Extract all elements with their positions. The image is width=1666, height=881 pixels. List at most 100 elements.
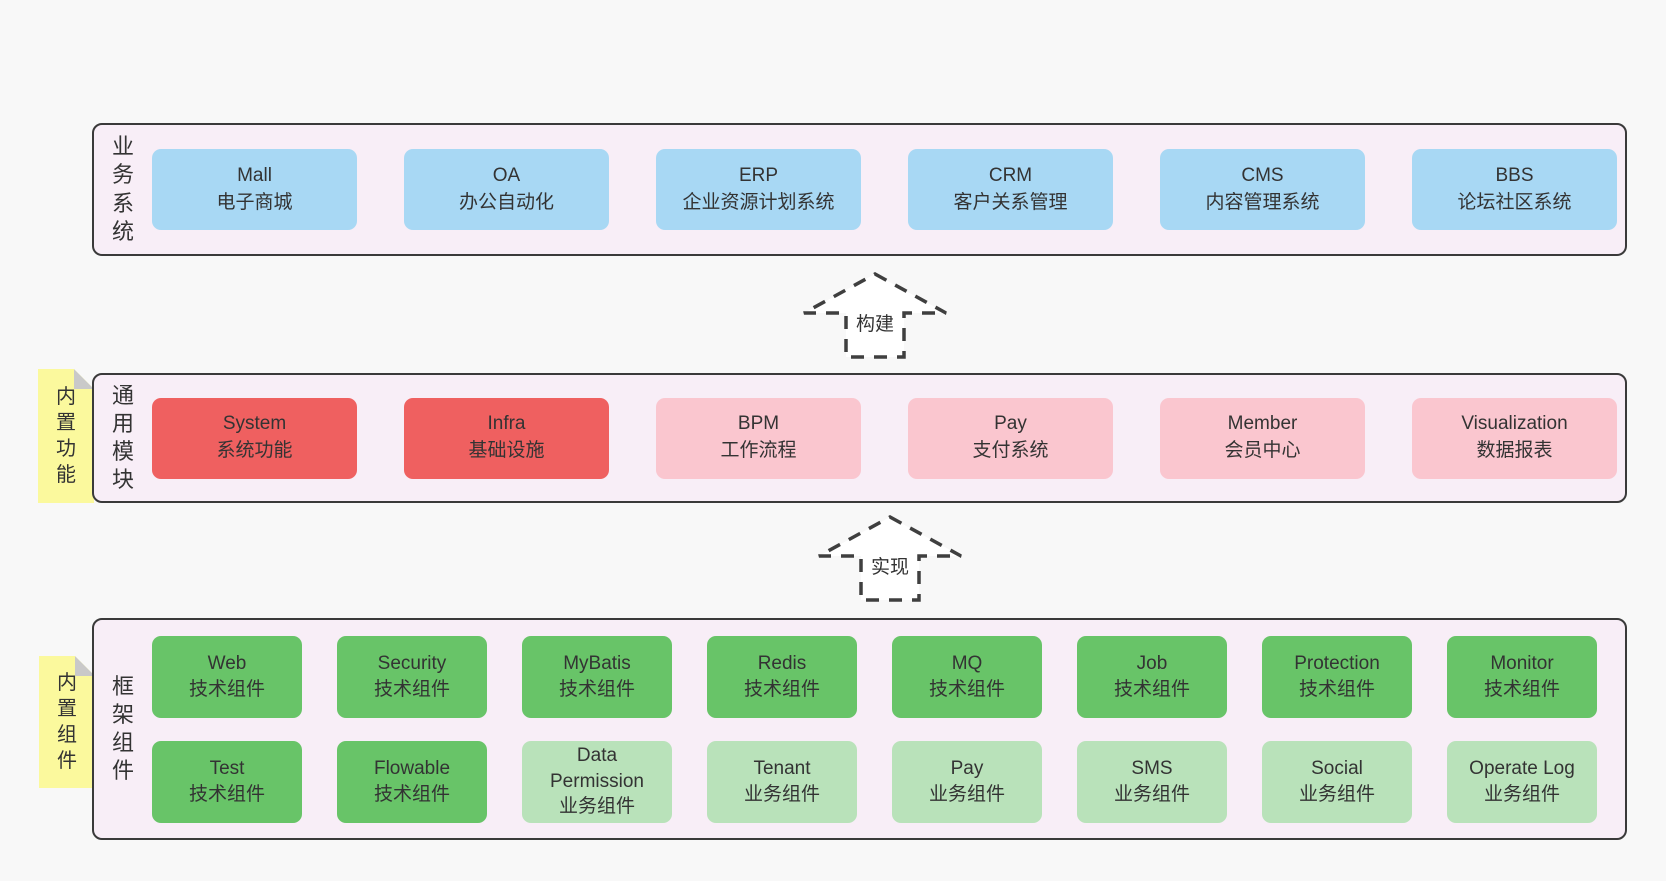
framework-component-rows: Web 技术组件 Security 技术组件 MyBatis 技术组件 Redi…: [152, 635, 1625, 823]
box-mall: Mall 电子商城: [152, 149, 357, 230]
module-name: Pay: [994, 413, 1027, 435]
arrow-label-implement: 实现: [866, 554, 914, 581]
layer-label-common-modules: 通用模块: [94, 382, 152, 495]
module-name: Operate Log: [1469, 757, 1575, 779]
module-subtitle: 基础设施: [468, 440, 545, 461]
module-name: BPM: [737, 413, 780, 435]
box-erp: ERP 企业资源计划系统: [656, 149, 861, 230]
module-name: Data Permission: [550, 745, 644, 792]
box-system: System 系统功能: [152, 397, 357, 479]
box-infra: Infra 基础设施: [404, 397, 609, 479]
module-subtitle: 业务组件: [1298, 783, 1375, 805]
module-subtitle: 技术组件: [373, 783, 450, 805]
module-name: ERP: [738, 164, 779, 186]
module-name: MyBatis: [563, 652, 631, 674]
business-system-boxes: Mall 电子商城 OA 办公自动化 ERP 企业资源计划系统 CRM 客户关系…: [152, 149, 1625, 230]
module-name: Web: [207, 652, 247, 674]
module-name: SMS: [1131, 757, 1173, 779]
module-subtitle: 办公自动化: [458, 191, 554, 213]
box-sms: SMS 业务组件: [1077, 740, 1227, 823]
module-subtitle: 数据报表: [1476, 440, 1553, 461]
box-job: Job 技术组件: [1077, 635, 1227, 718]
box-test: Test 技术组件: [152, 740, 302, 823]
module-name: Mall: [237, 164, 272, 186]
box-redis: Redis 技术组件: [707, 635, 857, 718]
sticky-note-builtin-components: 内置组件: [39, 656, 95, 788]
layer-business-systems: 业务系统 Mall 电子商城 OA 办公自动化 ERP 企业资源计划系统 CRM…: [92, 123, 1627, 256]
module-name: Flowable: [373, 757, 451, 779]
box-web: Web 技术组件: [152, 635, 302, 718]
box-member: Member 会员中心: [1160, 397, 1365, 479]
module-name: Member: [1227, 413, 1298, 435]
module-name: Protection: [1294, 652, 1380, 674]
layer-label-business-systems: 业务系统: [94, 133, 152, 246]
module-name: Social: [1311, 757, 1363, 779]
module-subtitle: 工作流程: [720, 440, 797, 461]
module-subtitle: 技术组件: [928, 678, 1005, 700]
module-name: OA: [492, 164, 521, 186]
module-subtitle: 企业资源计划系统: [682, 191, 835, 213]
box-bbs: BBS 论坛社区系统: [1412, 149, 1617, 230]
module-name: Tenant: [753, 757, 811, 779]
layer-common-modules: 通用模块 System 系统功能 Infra 基础设施 BPM 工作流程 Pay…: [92, 373, 1627, 503]
sticky-note-label: 内置功能: [56, 386, 76, 486]
folded-corner-icon: [74, 369, 94, 389]
box-pay: Pay 业务组件: [892, 740, 1042, 823]
component-row-2: Test 技术组件 Flowable 技术组件 Data Permission …: [152, 740, 1625, 823]
module-subtitle: 技术组件: [1298, 678, 1375, 700]
module-name: Redis: [757, 652, 807, 674]
box-crm: CRM 客户关系管理: [908, 149, 1113, 230]
folded-corner-icon: [75, 656, 95, 676]
module-subtitle: 业务组件: [558, 796, 635, 818]
module-name: Security: [377, 652, 447, 674]
module-name: CMS: [1241, 164, 1284, 186]
module-subtitle: 技术组件: [1113, 678, 1190, 700]
module-subtitle: 会员中心: [1224, 440, 1301, 461]
module-subtitle: 论坛社区系统: [1457, 191, 1572, 213]
box-mq: MQ 技术组件: [892, 635, 1042, 718]
box-data-permission: Data Permission 业务组件: [522, 740, 672, 823]
module-name: Pay: [950, 757, 984, 779]
module-subtitle: 技术组件: [188, 783, 265, 805]
arrow-up-build: 构建: [800, 270, 950, 362]
box-mybatis: MyBatis 技术组件: [522, 635, 672, 718]
layer-label-text: 通用模块: [111, 382, 134, 493]
module-name: System: [222, 413, 287, 435]
layer-label-text: 框架组件: [111, 673, 134, 784]
box-protection: Protection 技术组件: [1262, 635, 1412, 718]
module-subtitle: 技术组件: [558, 678, 635, 700]
box-social: Social 业务组件: [1262, 740, 1412, 823]
module-name: MQ: [951, 652, 983, 674]
module-subtitle: 内容管理系统: [1205, 191, 1320, 213]
module-name: Visualization: [1461, 413, 1568, 435]
module-subtitle: 系统功能: [216, 440, 293, 461]
arrow-label-build: 构建: [851, 311, 899, 338]
module-subtitle: 技术组件: [188, 678, 265, 700]
box-flowable: Flowable 技术组件: [337, 740, 487, 823]
module-subtitle: 业务组件: [1483, 783, 1560, 805]
box-tenant: Tenant 业务组件: [707, 740, 857, 823]
module-name: Monitor: [1490, 652, 1554, 674]
module-subtitle: 业务组件: [1113, 783, 1190, 805]
module-subtitle: 业务组件: [743, 783, 820, 805]
layer-label-text: 业务系统: [111, 134, 134, 244]
component-row-1: Web 技术组件 Security 技术组件 MyBatis 技术组件 Redi…: [152, 635, 1625, 718]
module-subtitle: 业务组件: [928, 783, 1005, 805]
module-subtitle: 客户关系管理: [953, 191, 1068, 213]
box-security: Security 技术组件: [337, 635, 487, 718]
module-name: BBS: [1495, 164, 1534, 186]
module-name: Job: [1136, 652, 1168, 674]
module-subtitle: 电子商城: [216, 191, 293, 213]
arrow-up-implement: 实现: [815, 513, 965, 605]
common-module-boxes: System 系统功能 Infra 基础设施 BPM 工作流程 Pay 支付系统…: [152, 397, 1625, 479]
layer-label-framework-components: 框架组件: [94, 673, 152, 786]
sticky-note-label: 内置组件: [57, 672, 77, 772]
module-subtitle: 技术组件: [1483, 678, 1560, 700]
module-name: Infra: [487, 413, 526, 435]
box-visualization: Visualization 数据报表: [1412, 397, 1617, 479]
module-subtitle: 技术组件: [743, 678, 820, 700]
module-name: Test: [209, 757, 245, 779]
box-oa: OA 办公自动化: [404, 149, 609, 230]
box-pay: Pay 支付系统: [908, 397, 1113, 479]
box-bpm: BPM 工作流程: [656, 397, 861, 479]
